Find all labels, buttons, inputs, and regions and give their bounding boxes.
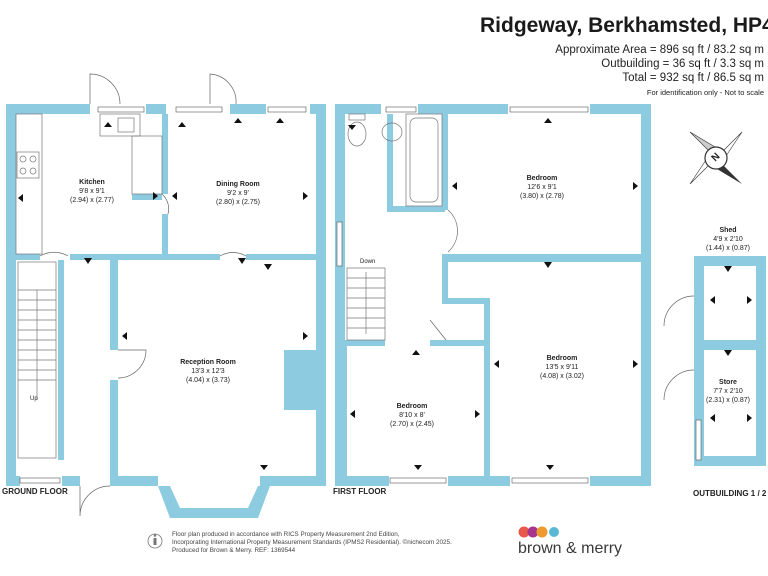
room-label-bedroom-3: Bedroom 8'10 x 8' (2.70) x (2.45) <box>390 402 434 429</box>
info-icon <box>147 533 163 549</box>
compass-icon <box>689 131 743 185</box>
room-label-dining: Dining Room 9'2 x 9' (2.80) x (2.75) <box>216 180 260 207</box>
room-dim-metric: (2.31) x (0.87) <box>706 397 750 404</box>
page-title: Ridgeway, Berkhamsted, HP4 <box>480 14 768 37</box>
room-dim-imperial: 13'3 x 12'3 <box>191 368 225 375</box>
room-dim-imperial: 9'2 x 9' <box>227 190 249 197</box>
room-dim-imperial: 7'7 x 2'10 <box>713 388 743 395</box>
stairs-up-label: Up <box>30 396 38 402</box>
arrows <box>18 118 752 470</box>
room-dim-imperial: 4'9 x 2'10 <box>713 236 743 243</box>
footer-notes: Floor plan produced in accordance with R… <box>172 531 452 555</box>
room-label-bedroom-1: Bedroom 12'6 x 9'1 (3.80) x (2.78) <box>520 174 564 201</box>
room-dim-imperial: 13'5 x 9'11 <box>545 364 579 371</box>
room-label-shed: Shed 4'9 x 2'10 (1.44) x (0.87) <box>706 226 750 253</box>
footer-line-2: Incorporating International Property Mea… <box>172 539 452 546</box>
footer-line-3: Produced for Brown & Merry. REF: 1369544 <box>172 547 296 554</box>
room-label-store: Store 7'7 x 2'10 (2.31) x (0.87) <box>706 378 750 405</box>
fixtures <box>15 113 443 459</box>
stairs-down-label: Down <box>360 259 376 265</box>
disclaimer-note: For identification only - Not to scale <box>646 88 764 97</box>
outbuilding-label: OUTBUILDING 1 / 2 <box>693 489 767 498</box>
brand-name: brown & merry <box>518 540 623 557</box>
room-name: Bedroom <box>396 403 428 410</box>
room-name: Bedroom <box>546 355 578 362</box>
brand-logo-dots <box>518 526 559 538</box>
room-name: Bedroom <box>526 175 558 182</box>
room-name: Reception Room <box>180 359 236 366</box>
room-dim-imperial: 12'6 x 9'1 <box>527 184 557 191</box>
approx-area: Approximate Area = 896 sq ft / 83.2 sq m <box>555 44 764 56</box>
room-dim-metric: (2.80) x (2.75) <box>216 199 260 206</box>
windows <box>19 106 702 484</box>
room-dim-metric: (4.04) x (3.73) <box>186 377 230 384</box>
room-name: Store <box>719 379 737 386</box>
room-dim-metric: (4.08) x (3.02) <box>540 373 584 380</box>
room-dim-metric: (3.80) x (2.78) <box>520 193 564 200</box>
room-dim-metric: (2.70) x (2.45) <box>390 421 434 428</box>
walls <box>6 104 766 518</box>
room-dim-metric: (2.94) x (2.77) <box>70 197 114 204</box>
room-name: Kitchen <box>79 179 105 186</box>
room-label-reception: Reception Room 13'3 x 12'3 (4.04) x (3.7… <box>180 358 236 385</box>
room-dim-imperial: 8'10 x 8' <box>399 412 425 419</box>
room-dim-imperial: 9'8 x 9'1 <box>79 188 105 195</box>
ground-floor-label: GROUND FLOOR <box>2 487 68 496</box>
room-label-kitchen: Kitchen 9'8 x 9'1 (2.94) x (2.77) <box>70 178 114 205</box>
first-floor-label: FIRST FLOOR <box>333 487 387 496</box>
outbuilding-area: Outbuilding = 36 sq ft / 3.3 sq m <box>601 58 764 70</box>
room-name: Shed <box>719 227 737 234</box>
total-area: Total = 932 sq ft / 86.5 sq m <box>622 72 764 84</box>
room-dim-metric: (1.44) x (0.87) <box>706 245 750 252</box>
door-swings <box>39 73 695 517</box>
footer-line-1: Floor plan produced in accordance with R… <box>172 531 400 538</box>
room-label-bedroom-2: Bedroom 13'5 x 9'11 (4.08) x (3.02) <box>540 354 584 381</box>
room-name: Dining Room <box>216 181 260 188</box>
